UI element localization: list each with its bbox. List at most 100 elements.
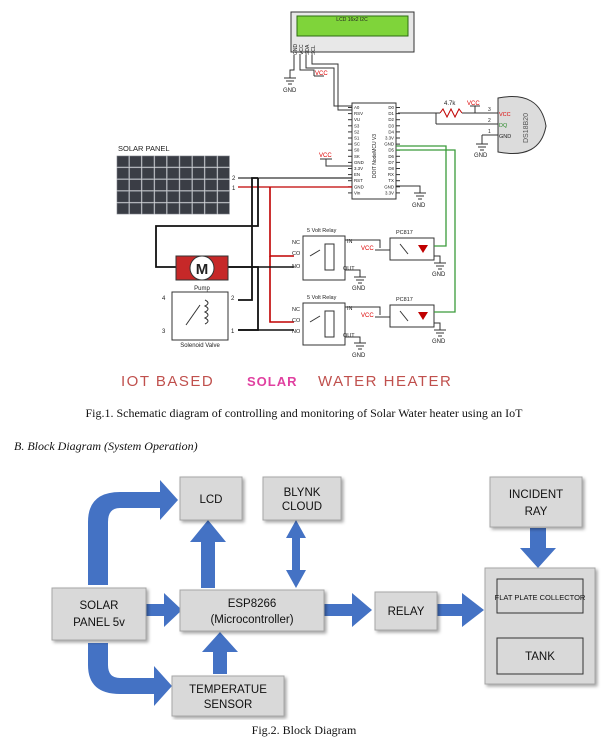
solar-cell bbox=[129, 155, 142, 168]
incident-line-2: RAY bbox=[525, 506, 548, 518]
control-wire-1 bbox=[396, 145, 447, 247]
lcd-label: LCD 16x2 I2C bbox=[336, 17, 368, 23]
arrow-relay-to-collector bbox=[437, 593, 484, 627]
vcc-label-mcu: VCC bbox=[319, 153, 332, 159]
temp-line-1: TEMPERATUE bbox=[189, 684, 267, 696]
valve-pin-2: 2 bbox=[231, 296, 235, 302]
vcc-label-sensor: VCC bbox=[467, 101, 480, 107]
pump-label: Pump bbox=[194, 286, 210, 292]
solar-panel bbox=[116, 155, 230, 215]
solar-cell bbox=[167, 155, 180, 168]
figure-1-caption: Fig.1. Schematic diagram of controlling … bbox=[85, 406, 523, 420]
incident-ray-block bbox=[489, 476, 583, 528]
mcu-right-pin: D4 bbox=[388, 129, 394, 134]
pump-motor: M Pump bbox=[175, 255, 229, 292]
opto-2-label: PC817 bbox=[396, 297, 413, 303]
mcu-right-pin: GND bbox=[384, 184, 394, 189]
solar-cell bbox=[141, 155, 155, 168]
lcd-module: LCD 16x2 I2C GND VCC SDA SCL bbox=[290, 11, 415, 55]
temp-line-2: SENSOR bbox=[204, 699, 253, 711]
solar-panel-block bbox=[51, 587, 147, 641]
mcu-left-pin: S1 bbox=[354, 136, 360, 141]
mcu-left-pin: S2 bbox=[354, 129, 360, 134]
solar-cell bbox=[116, 167, 129, 179]
resistor-4k7 bbox=[439, 107, 463, 119]
arrow-solar-to-lcd bbox=[88, 480, 178, 585]
sensor-pin-vcc: VCC bbox=[499, 112, 511, 118]
solar-cell bbox=[217, 202, 230, 215]
solar-cell bbox=[116, 191, 129, 203]
motor-letter: M bbox=[196, 261, 209, 278]
arrow-esp-blynk bbox=[286, 520, 306, 588]
esp-line-2: (Microcontroller) bbox=[210, 614, 293, 626]
mcu-right-pin: D1 bbox=[388, 111, 394, 116]
mcu-left-pin: S0 bbox=[354, 148, 360, 153]
relay-2-in: IN bbox=[347, 306, 353, 312]
relay-1-in: IN bbox=[347, 239, 353, 245]
solar-cell bbox=[204, 202, 218, 215]
mcu-left-pin: SC bbox=[354, 142, 360, 147]
solar-cell bbox=[204, 191, 218, 203]
solar-cell bbox=[217, 167, 230, 179]
blynk-line-1: BLYNK bbox=[284, 487, 321, 499]
panel-terminal-2: 2 bbox=[232, 176, 236, 182]
resistor-label: 4.7k bbox=[444, 101, 456, 107]
mcu-right-pin: GND bbox=[384, 142, 394, 147]
lcd-pin-3: SDA bbox=[305, 44, 311, 55]
mcu-left-pin: SK bbox=[354, 154, 360, 159]
arrow-sensor-to-esp bbox=[202, 632, 238, 674]
temperature-sensor-block bbox=[171, 675, 285, 717]
solar-cell bbox=[116, 179, 129, 191]
ground-symbol-opto-2 bbox=[434, 329, 446, 337]
lcd-block bbox=[179, 476, 243, 521]
solar-cell bbox=[129, 167, 142, 179]
relay-1-nc: NC bbox=[292, 240, 300, 246]
relay-2-co: CO bbox=[292, 318, 301, 324]
nodemcu-board: DOIT NodeMCU V3 A0RSVVUS3S2S1SCS0SKGND3.… bbox=[348, 102, 400, 200]
mcu-right-pin: D7 bbox=[388, 160, 394, 165]
lcd-block-text: LCD bbox=[199, 494, 222, 506]
relay-1-no: NO bbox=[292, 264, 301, 270]
solar-cell bbox=[154, 202, 167, 215]
solar-cell bbox=[179, 179, 192, 191]
mcu-left-pin: GND bbox=[354, 160, 364, 165]
opto-1-label: PC817 bbox=[396, 230, 413, 236]
relay-2-no: NO bbox=[292, 329, 301, 335]
solar-cell bbox=[192, 179, 205, 191]
vcc-label-opto-1: VCC bbox=[361, 246, 374, 252]
solar-cell bbox=[154, 155, 167, 168]
mcu-right-pin: D2 bbox=[388, 117, 394, 122]
solar-line-2: PANEL 5v bbox=[73, 617, 125, 629]
solar-cell bbox=[217, 179, 230, 191]
mcu-left-pin: GND bbox=[354, 184, 364, 189]
solar-cell bbox=[141, 179, 155, 191]
gnd-label-opto-1: GND bbox=[432, 272, 446, 278]
solar-cell bbox=[116, 155, 129, 168]
panel-terminal-1: 1 bbox=[232, 186, 236, 192]
mcu-right-pin: RX bbox=[388, 172, 394, 177]
solar-cell bbox=[154, 191, 167, 203]
solar-cell bbox=[204, 167, 218, 179]
solar-cell bbox=[141, 167, 155, 179]
solar-cell bbox=[154, 167, 167, 179]
optocoupler-1: PC817 bbox=[389, 230, 435, 261]
mcu-right-pin: D3 bbox=[388, 123, 394, 128]
mcu-right-pin: 3.3V bbox=[385, 190, 394, 195]
solar-cell bbox=[192, 167, 205, 179]
schematic-diagram: LCD 16x2 I2C GND VCC SDA SCL GND VCC DOI… bbox=[116, 11, 547, 390]
arrow-incident-to-collector bbox=[520, 528, 556, 568]
mcu-right-pin: D5 bbox=[388, 148, 394, 153]
tank-text: TANK bbox=[525, 651, 555, 663]
relay-block-text: RELAY bbox=[388, 606, 425, 618]
mcu-left-pin: A0 bbox=[354, 105, 360, 110]
solar-cell bbox=[204, 179, 218, 191]
blynk-block bbox=[262, 476, 342, 521]
solar-cell bbox=[129, 202, 142, 215]
gnd-label-sensor: GND bbox=[474, 153, 488, 159]
relay-block bbox=[374, 591, 438, 631]
solar-cell bbox=[167, 191, 180, 203]
gnd-label-opto-2: GND bbox=[432, 339, 446, 345]
relay-2-label: 5 Volt Relay bbox=[307, 295, 337, 301]
sensor-pin-num-1: 1 bbox=[488, 129, 491, 135]
solar-cell bbox=[192, 202, 205, 215]
